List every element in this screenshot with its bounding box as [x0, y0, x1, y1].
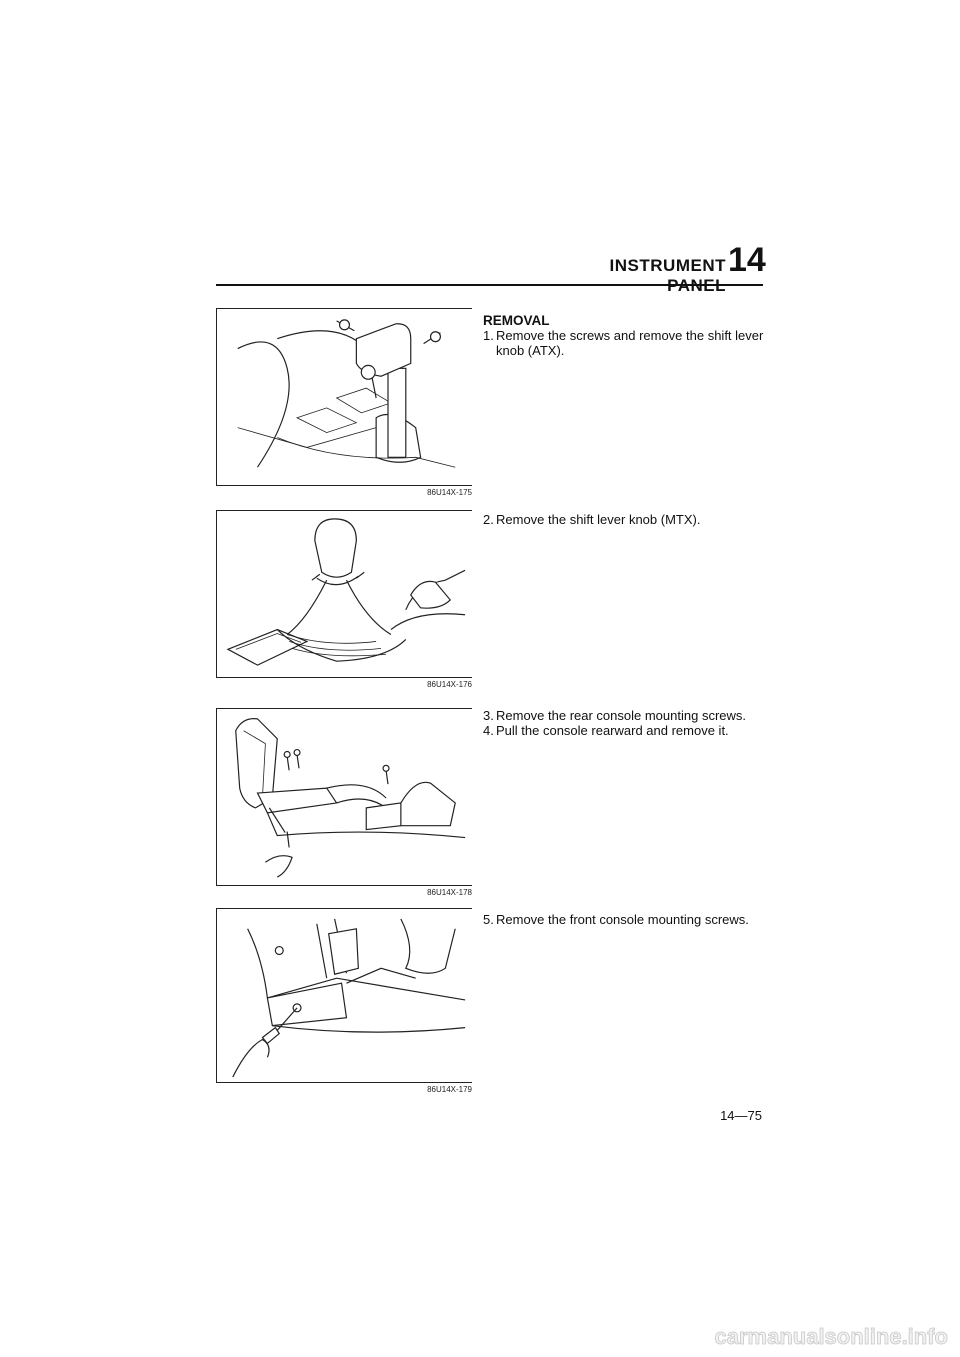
step-2: 2. Remove the shift lever knob (MTX). [483, 512, 768, 527]
figure-code: 86U14X-175 [427, 488, 472, 497]
page-number: 14—75 [720, 1108, 762, 1123]
rear-console-illustration [235, 718, 466, 878]
section-title: INSTRUMENT PANEL [609, 256, 726, 295]
step-number: 2. [483, 512, 494, 527]
steps-3-4: 3. Remove the rear console mounting scre… [483, 708, 768, 738]
step-number: 5. [483, 912, 494, 927]
figure-code: 86U14X-178 [427, 888, 472, 897]
watermark: carmanualsonline.info [714, 1324, 949, 1350]
figure-atx-shift-knob [216, 308, 472, 486]
header-rule [216, 284, 763, 286]
mtx-knob-illustration [226, 518, 466, 666]
removal-heading: REMOVAL [483, 313, 550, 328]
step-text: Remove the screws and remove the shift l… [496, 328, 764, 358]
step-3: 3. Remove the rear console mounting scre… [483, 708, 768, 723]
step-number: 1. [483, 328, 494, 343]
step-text: Pull the console rearward and remove it. [496, 723, 729, 738]
step-text: Remove the shift lever knob (MTX). [496, 512, 701, 527]
figure-rear-console [216, 708, 472, 886]
step-number: 3. [483, 708, 494, 723]
section-number: 14 [728, 241, 766, 279]
removal-section: REMOVAL 1. Remove the screws and remove … [483, 313, 768, 358]
step-4: 4. Pull the console rearward and remove … [483, 723, 768, 738]
step-5: 5. Remove the front console mounting scr… [483, 912, 768, 927]
step-text: Remove the front console mounting screws… [496, 912, 749, 927]
atx-knob-illustration [237, 319, 456, 468]
figure-code: 86U14X-176 [427, 680, 472, 689]
step-text: Remove the rear console mounting screws. [496, 708, 747, 723]
figure-mtx-shift-knob [216, 510, 472, 678]
step-1: 1. Remove the screws and remove the shif… [483, 328, 768, 358]
figure-front-console [216, 908, 472, 1083]
figure-code: 86U14X-179 [427, 1085, 472, 1094]
front-console-illustration [232, 918, 466, 1078]
step-number: 4. [483, 723, 494, 738]
watermark-text: carmanualsonline.info [715, 1324, 949, 1349]
